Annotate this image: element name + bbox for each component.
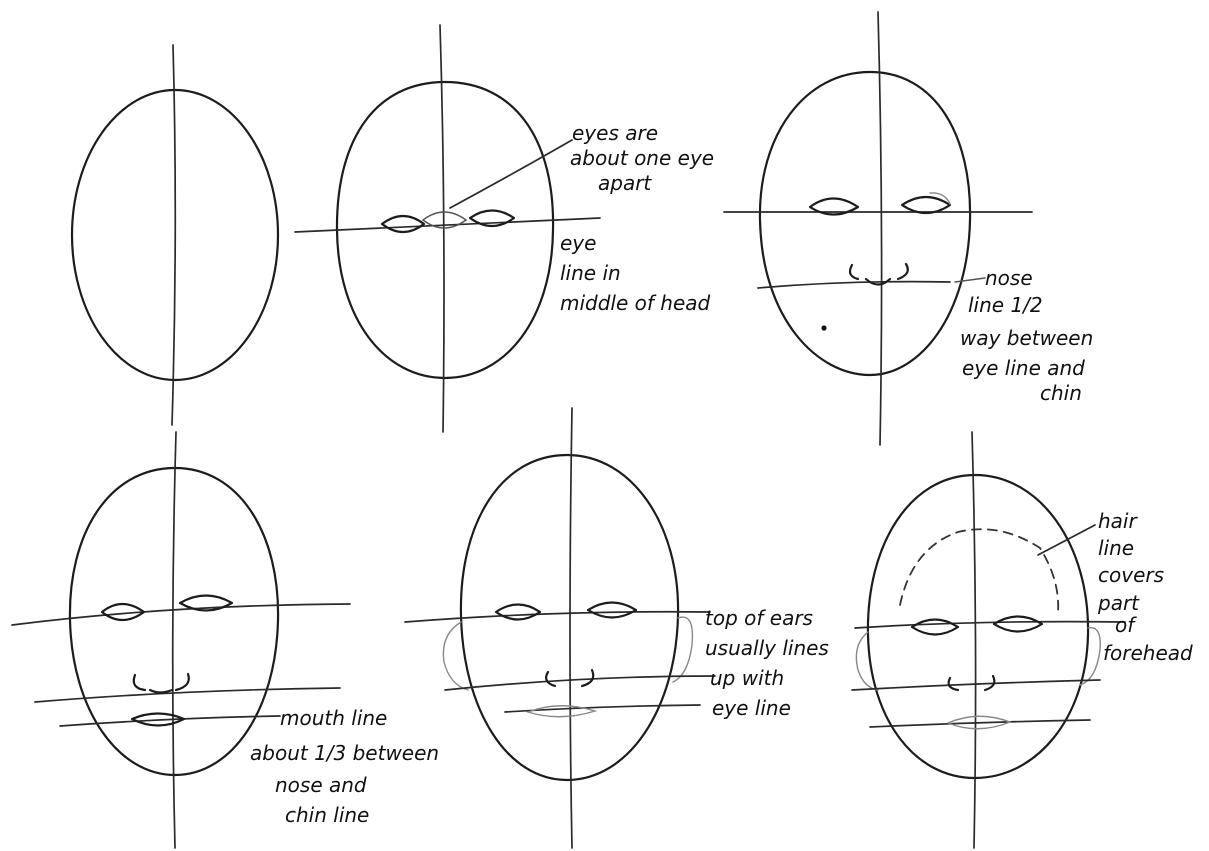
eye-line — [12, 604, 350, 625]
eye-line-note-line: middle of head — [560, 291, 711, 315]
head-outline — [760, 72, 970, 375]
hair-line-note-line: covers — [1098, 563, 1164, 587]
nose-line-note: nose line 1/2 way between eye line and c… — [960, 266, 1100, 405]
annotation-pointer — [450, 140, 572, 208]
step-6-hairline — [852, 432, 1125, 848]
eye-spacing-note-line: about one eye — [570, 146, 714, 170]
hair-line-note: hair line covers part of forehead — [1097, 509, 1193, 665]
nose-line-extension — [955, 278, 985, 282]
hair-line-note-line: part — [1097, 591, 1140, 615]
eye-line — [855, 622, 1125, 628]
ears-note-line: eye line — [712, 696, 791, 720]
ears-note: top of ears usually lines up with eye li… — [705, 606, 835, 720]
eye-line-note-line: eye — [560, 231, 596, 255]
nose-line-note-line: eye line and — [962, 356, 1085, 380]
right-eye — [902, 197, 950, 213]
hair-line-note-line: forehead — [1103, 641, 1193, 665]
ears-note-line: up with — [710, 666, 784, 690]
vertical-center-line — [570, 408, 572, 848]
mouth-line-note-line: chin line — [285, 803, 369, 827]
head-outline — [337, 82, 553, 378]
nose-line-note-line: way between — [960, 326, 1093, 350]
hairline — [900, 529, 1058, 612]
mouth-line-note: mouth line about 1/3 between nose and ch… — [250, 706, 445, 827]
nose-line-note-line: line 1/2 — [968, 293, 1043, 317]
mouth-line — [505, 705, 700, 712]
eye-line-note-line: line in — [560, 261, 621, 285]
mouth-line-note-line: about 1/3 between — [250, 741, 439, 765]
vertical-center-line — [972, 432, 976, 848]
step-1-head-oval — [72, 45, 278, 425]
right-eye — [588, 603, 636, 618]
step-5-ears — [405, 408, 715, 848]
head-outline — [868, 475, 1088, 778]
nose-line — [445, 676, 715, 690]
eye-spacing-note-line: apart — [598, 171, 652, 195]
pencil-dot — [821, 325, 826, 330]
nose — [134, 674, 189, 693]
hair-line-note-line: of — [1115, 613, 1137, 637]
eye-line — [405, 612, 710, 622]
nose-line — [758, 282, 950, 288]
mouth-line — [870, 720, 1090, 727]
mouth-line-note-line: nose and — [275, 773, 367, 797]
eye-spacing-note-line: eyes are — [572, 121, 658, 145]
mouth-line-note-line: mouth line — [280, 706, 387, 730]
eye-line — [295, 218, 600, 232]
eye-line-note: eye line in middle of head — [560, 231, 711, 315]
hair-line-note-line: hair — [1098, 509, 1138, 533]
left-eye — [496, 605, 540, 620]
vertical-center-line — [172, 45, 175, 425]
ears-note-line: usually lines — [705, 636, 829, 660]
left-eye — [382, 216, 424, 232]
hair-line-note-line: line — [1098, 536, 1134, 560]
eye-spacing-note: eyes are about one eye apart — [570, 121, 720, 195]
left-eye — [912, 620, 958, 635]
step-2-eye-line — [295, 25, 600, 432]
eyes — [382, 211, 514, 233]
vertical-center-line — [878, 12, 882, 445]
step-3-nose-line — [724, 12, 1032, 445]
right-eye — [994, 617, 1042, 632]
ears-note-line: top of ears — [705, 606, 813, 630]
vertical-center-line — [173, 432, 176, 848]
annotation-pointer — [1038, 525, 1095, 555]
nose-line-note-line: nose — [985, 266, 1033, 290]
nose-line-note-line: chin — [1040, 381, 1082, 405]
